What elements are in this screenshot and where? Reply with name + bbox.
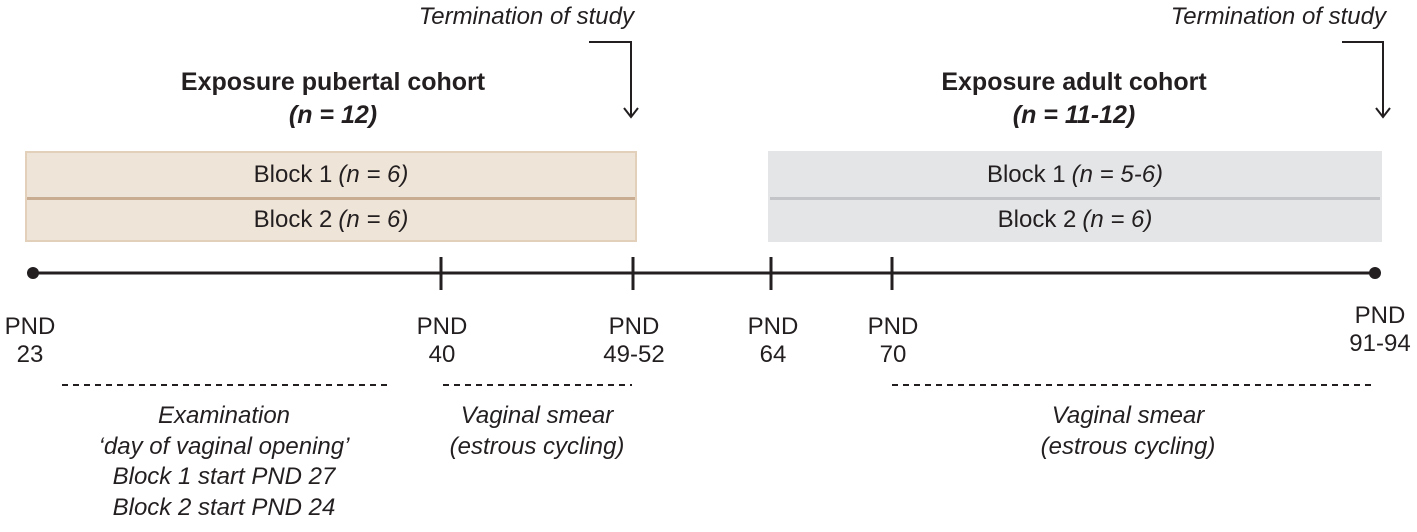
adult-block-2: Block 2(n = 6) [770, 198, 1380, 242]
pnd-prefix: PND [867, 313, 919, 340]
pnd-label-23: PND 23 [5, 313, 56, 369]
cohort-n-adult: (n = 11-12) [1012, 101, 1136, 129]
phase-line: Examination [157, 402, 291, 429]
phase-line: Block 2 start PND 24 [112, 493, 336, 521]
pnd-label-40: PND 40 [417, 313, 468, 369]
pnd-day: 64 [759, 341, 787, 368]
adult-cohort-box: Block 1(n = 5-6) Block 2(n = 6) [768, 151, 1382, 242]
pnd-label-64: PND 64 [748, 313, 799, 369]
pubertal-cohort-box: Block 1(n = 6) Block 2(n = 6) [25, 151, 637, 242]
pnd-prefix: PND [608, 313, 660, 340]
timeline-end-dot [1369, 267, 1381, 279]
adult-block-divider [770, 197, 1380, 200]
pnd-label-70: PND 70 [868, 313, 919, 369]
block-label: Block 1 [986, 161, 1066, 188]
phase-examination: Examination ‘day of vaginal opening’ Blo… [99, 401, 350, 523]
pnd-day: 91-94 [1349, 330, 1411, 357]
termination-arrow-adult [1342, 41, 1391, 119]
termination-label-pubertal: Termination of study [418, 3, 634, 30]
phase-line: Block 1 start PND 27 [112, 463, 336, 490]
phase-smear-adult: Vaginal smear (estrous cycling) [1041, 401, 1216, 462]
pnd-label-91-94: PND 91-94 [1349, 302, 1410, 358]
phase-line: (estrous cycling) [1040, 432, 1216, 460]
cohort-title-pubertal: Exposure pubertal cohort [180, 68, 486, 96]
phase-line: Vaginal smear [460, 402, 614, 429]
pnd-day: 23 [16, 341, 44, 368]
timeline-start-dot [27, 267, 39, 279]
block-n: (n = 5-6) [1071, 161, 1164, 188]
cohort-n-pubertal: (n = 12) [288, 101, 378, 129]
cohort-title-adult: Exposure adult cohort [941, 68, 1207, 96]
phase-line: (estrous cycling) [449, 432, 625, 460]
pubertal-block-2: Block 2(n = 6) [27, 198, 635, 242]
block-label: Block 1 [253, 161, 333, 188]
adult-block-1: Block 1(n = 5-6) [770, 153, 1380, 197]
block-n: (n = 6) [1082, 206, 1153, 233]
pubertal-block-1: Block 1(n = 6) [27, 153, 635, 197]
block-label: Block 2 [253, 206, 333, 233]
block-label: Block 2 [997, 206, 1077, 233]
pnd-day: 49-52 [603, 341, 665, 368]
pnd-day: 40 [428, 341, 456, 368]
block-n: (n = 6) [338, 161, 409, 188]
pubertal-block-divider [27, 197, 635, 200]
phase-smear-pubertal: Vaginal smear (estrous cycling) [450, 401, 625, 462]
termination-label-adult: Termination of study [1170, 3, 1386, 30]
pnd-day: 70 [879, 341, 907, 368]
pnd-prefix: PND [1354, 302, 1406, 329]
phase-line: ‘day of vaginal opening’ [98, 432, 350, 460]
termination-arrow-pubertal [589, 41, 639, 119]
pnd-prefix: PND [4, 313, 56, 340]
pnd-prefix: PND [747, 313, 799, 340]
phase-line: Vaginal smear [1051, 402, 1205, 429]
pnd-prefix: PND [416, 313, 468, 340]
block-n: (n = 6) [338, 206, 409, 233]
pnd-label-49-52: PND 49-52 [603, 313, 664, 369]
